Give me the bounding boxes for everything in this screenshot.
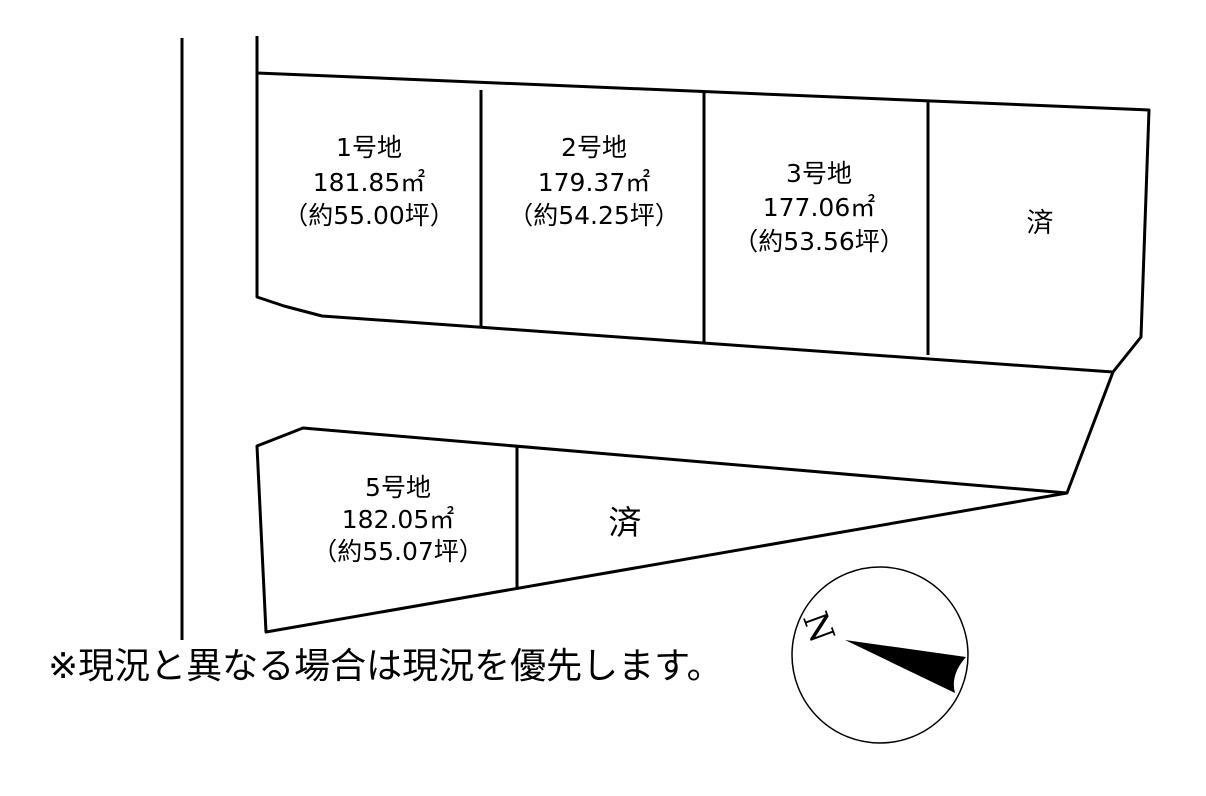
boundary-connector: [1065, 371, 1115, 494]
lot-5: 5号地 182.05㎡ （約55.07坪）: [312, 473, 484, 566]
disclaimer-note: ※現況と異なる場合は現況を優先します。: [48, 646, 723, 687]
lot-5-name: 5号地: [365, 473, 431, 502]
lot-3-tsubo: （約53.56坪）: [733, 227, 905, 256]
lot-5-tsubo: （約55.07坪）: [312, 537, 484, 566]
lot-1: 1号地 181.85㎡ （約55.00坪）: [283, 133, 455, 230]
lot-2-tsubo: （約54.25坪）: [508, 201, 680, 230]
lot-1-name: 1号地: [336, 133, 402, 162]
lot-1-tsubo: （約55.00坪）: [283, 201, 455, 230]
upper-block-outline: [255, 71, 1151, 374]
sold-label-lower: 済: [609, 503, 642, 542]
sold-label-upper: 済: [1027, 208, 1054, 239]
lot-3-area: 177.06㎡: [763, 193, 875, 222]
lot-3: 3号地 177.06㎡ （約53.56坪）: [733, 159, 905, 256]
compass-letter: N: [794, 607, 842, 649]
compass-needle: [845, 640, 966, 693]
lot-1-area: 181.85㎡: [313, 168, 425, 197]
lot-2: 2号地 179.37㎡ （約54.25坪）: [508, 133, 680, 230]
lot-5-area: 182.05㎡: [342, 505, 454, 534]
lot-2-area: 179.37㎡: [538, 168, 650, 197]
lot-3-name: 3号地: [786, 159, 852, 188]
north-arrow-icon: N: [791, 566, 969, 744]
compass-circle: [791, 566, 969, 744]
lot-2-name: 2号地: [561, 133, 627, 162]
